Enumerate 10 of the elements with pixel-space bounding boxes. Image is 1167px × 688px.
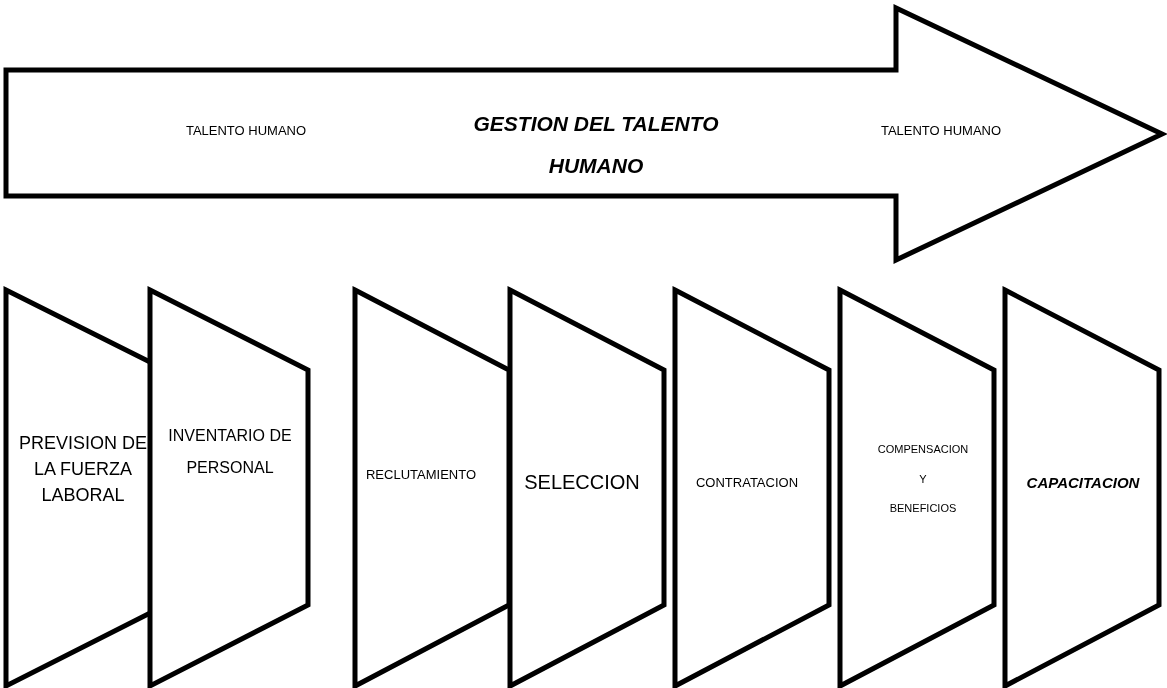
step-label: COMPENSACION Y BENEFICIOS — [876, 442, 970, 517]
step-label: RECLUTAMIENTO — [365, 466, 477, 484]
step-label: PREVISION DE LA FUERZA LABORAL — [18, 432, 148, 508]
banner-heading: GESTION DEL TALENTO HUMANO — [472, 111, 720, 179]
step-label: SELECCION — [523, 470, 641, 494]
step-label: INVENTARIO DE PERSONAL — [167, 426, 293, 478]
step-label: CONTRATACION — [694, 475, 800, 491]
banner-text: TALENTO HUMANO — [184, 123, 308, 139]
banner-text: TALENTO HUMANO — [879, 123, 1003, 139]
step-label: CAPACITACION — [1025, 474, 1141, 492]
